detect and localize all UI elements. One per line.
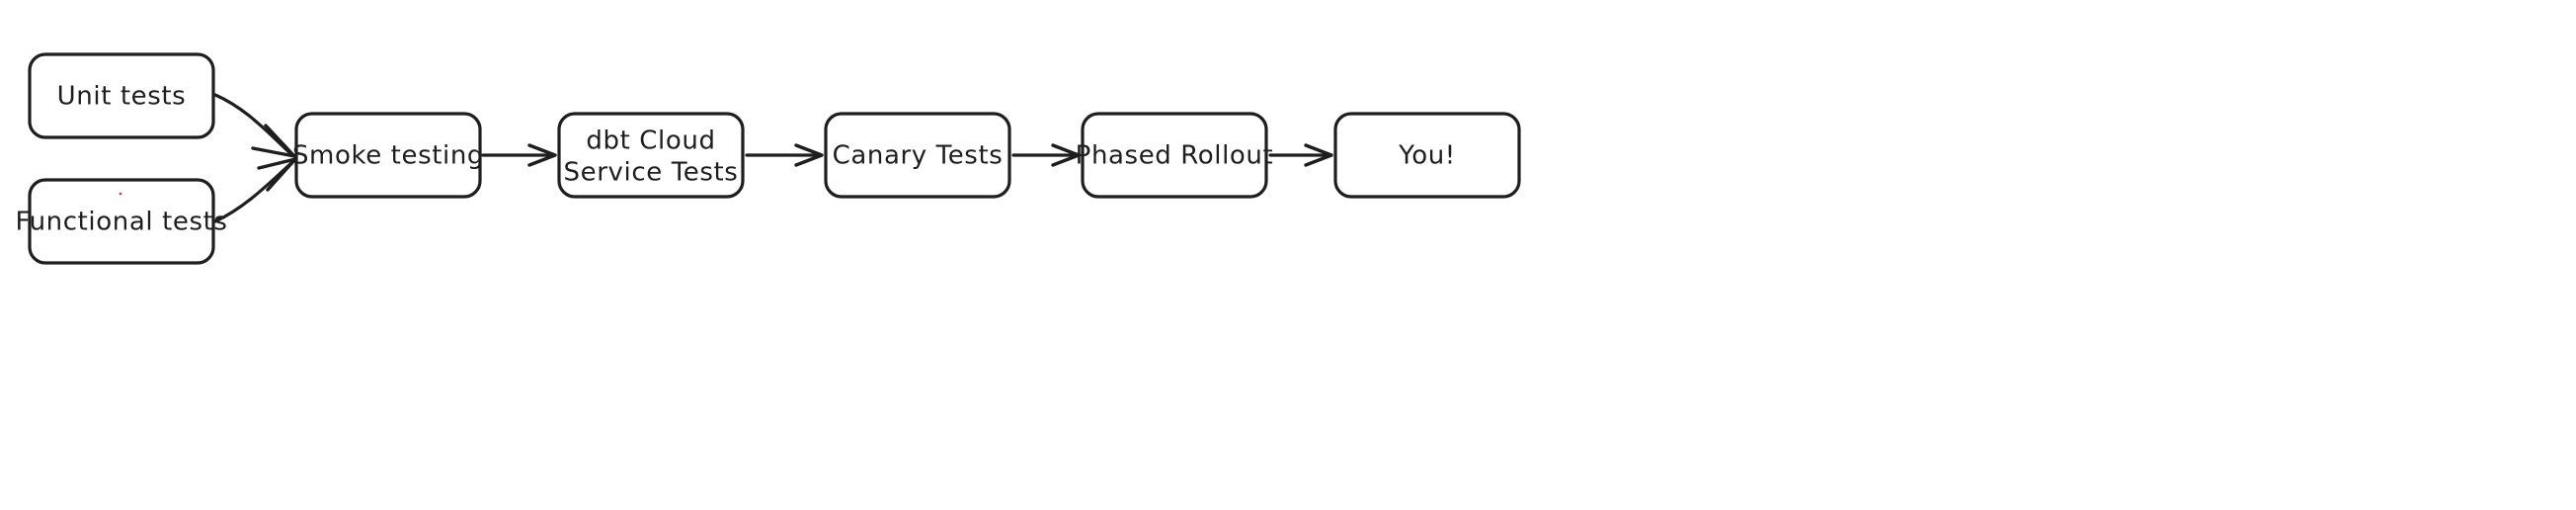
- node-phased-rollout-label: Phased Rollout: [1076, 141, 1274, 171]
- node-unit-tests[interactable]: Unit tests: [28, 52, 215, 139]
- edge-unit-tests-to-smoke-testing: [213, 93, 296, 158]
- node-you-shape[interactable]: [1333, 112, 1521, 199]
- node-canary-tests-label: Canary Tests: [833, 141, 1004, 171]
- edge-smoke-testing-to-dbt-cloud: [481, 143, 557, 167]
- node-dbt-cloud-service-tests-label-line1: dbt Cloud: [586, 127, 715, 156]
- node-phased-rollout[interactable]: Phased Rollout: [1076, 112, 1274, 199]
- edge-dbt-cloud-to-canary-tests: [745, 143, 824, 167]
- node-functional-tests-shape[interactable]: [28, 178, 215, 265]
- node-phased-rollout-shape[interactable]: [1081, 112, 1268, 199]
- node-you-label: You!: [1398, 141, 1456, 171]
- ink-speck: [119, 192, 122, 196]
- node-unit-tests-shape[interactable]: [28, 52, 215, 139]
- node-dbt-cloud-service-tests[interactable]: dbt Cloud Service Tests: [557, 112, 745, 199]
- node-unit-tests-label: Unit tests: [57, 82, 187, 112]
- edge-canary-tests-to-phased-rollout: [1011, 143, 1081, 167]
- node-functional-tests-label: Functional tests: [15, 208, 227, 237]
- node-smoke-testing-shape[interactable]: [294, 112, 482, 199]
- node-you[interactable]: You!: [1333, 112, 1521, 199]
- node-dbt-cloud-service-tests-label-line2: Service Tests: [564, 158, 739, 188]
- node-canary-tests[interactable]: Canary Tests: [824, 112, 1011, 199]
- edge-phased-rollout-to-you: [1268, 143, 1333, 167]
- node-smoke-testing[interactable]: Smoke testing: [292, 112, 484, 199]
- node-dbt-cloud-service-tests-shape[interactable]: [557, 112, 745, 199]
- node-smoke-testing-label: Smoke testing: [292, 141, 484, 171]
- node-canary-tests-shape[interactable]: [824, 112, 1011, 199]
- node-functional-tests[interactable]: Functional tests: [15, 178, 227, 265]
